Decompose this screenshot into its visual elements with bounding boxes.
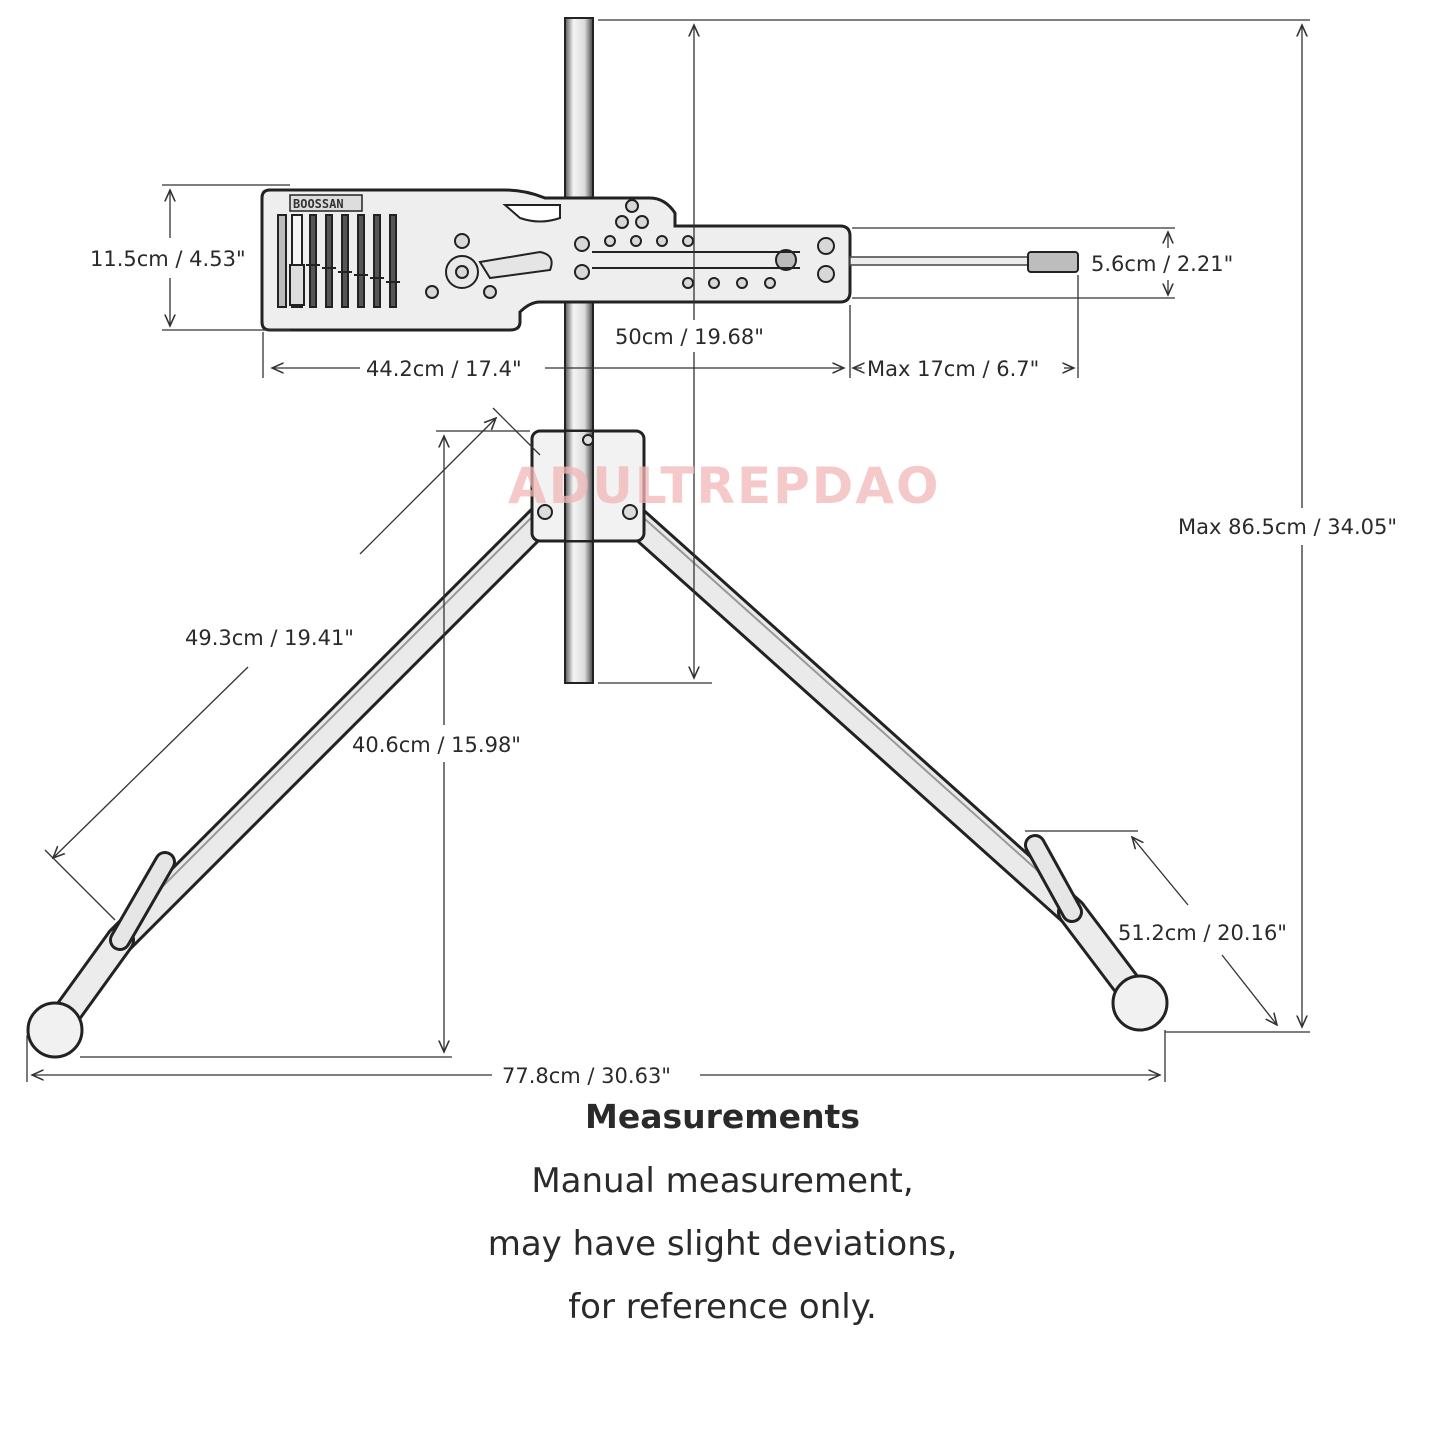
panel-width-label: 44.2cm / 17.4" [366, 357, 522, 381]
rod-diameter-label: 5.6cm / 2.21" [1091, 252, 1233, 276]
control-panel [260, 188, 852, 332]
foot-length-label: 51.2cm / 20.16" [1118, 921, 1287, 945]
brand-label: BOOSSAN [293, 197, 344, 211]
rod-attachment [1027, 251, 1079, 273]
device-illustration [26, 17, 1169, 1059]
caption-line-1: Manual measurement, [531, 1161, 914, 1201]
knob-cluster [425, 199, 835, 299]
total-height-label: Max 86.5cm / 34.05" [1178, 515, 1397, 539]
dimension-lines [26, 19, 1310, 1082]
right-foot-cap [1111, 974, 1169, 1032]
base-height-label: 40.6cm / 15.98" [352, 733, 521, 757]
caption-line-2: may have slight deviations, [487, 1224, 958, 1264]
leg-length-label: 49.3cm / 19.41" [185, 626, 354, 650]
pole-length-label: 50cm / 19.68" [615, 325, 764, 349]
slider-bank [277, 214, 400, 308]
caption-line-3: for reference only. [568, 1287, 877, 1327]
vertical-pole [564, 17, 594, 684]
left-foot-cap [26, 1001, 84, 1059]
panel-height-label: 11.5cm / 4.53" [90, 247, 246, 271]
thrust-rod [849, 256, 1031, 266]
stroke-max-label: Max 17cm / 6.7" [867, 357, 1039, 381]
caption-title: Measurements [585, 1097, 860, 1136]
base-width-label: 77.8cm / 30.63" [502, 1064, 671, 1088]
watermark: ADULTREPDAO [508, 457, 941, 515]
